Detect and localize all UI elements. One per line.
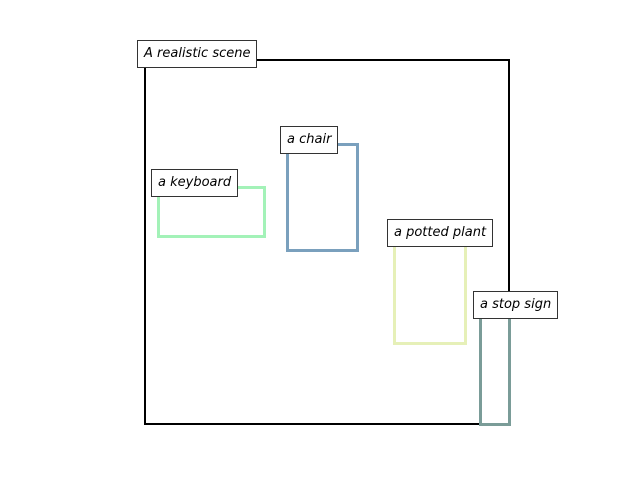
scene-frame bbox=[144, 59, 510, 425]
chair-label: a chair bbox=[280, 126, 339, 154]
stop-sign-label: a stop sign bbox=[473, 291, 559, 319]
chair-box bbox=[286, 143, 359, 252]
scene-title: A realistic scene bbox=[137, 40, 258, 68]
potted-plant-label: a potted plant bbox=[387, 219, 494, 247]
keyboard-label: a keyboard bbox=[151, 169, 239, 197]
potted-plant-box bbox=[393, 236, 467, 345]
stop-sign-box bbox=[479, 308, 511, 426]
